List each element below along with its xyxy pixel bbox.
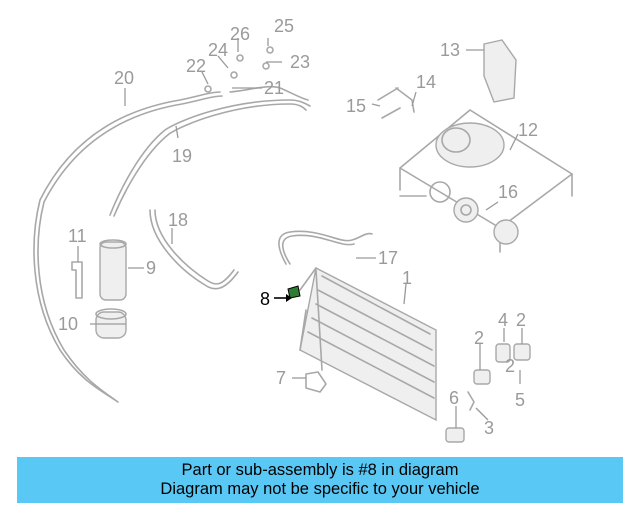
callout-8: 8 bbox=[260, 289, 270, 309]
callout-19: 19 bbox=[172, 146, 192, 166]
banner-line-1: Part or sub-assembly is #8 in diagram bbox=[181, 461, 459, 479]
compressor-bracket bbox=[483, 39, 517, 103]
callout-2c: 2 bbox=[505, 356, 515, 376]
bracket-11 bbox=[71, 261, 83, 299]
callout-5: 5 bbox=[515, 390, 525, 410]
callout-12: 12 bbox=[518, 120, 538, 140]
callout-17: 17 bbox=[378, 248, 398, 268]
callout-15: 15 bbox=[346, 96, 366, 116]
callout-7: 7 bbox=[276, 368, 286, 388]
mount-14-15 bbox=[377, 87, 415, 119]
leader-lines bbox=[77, 38, 523, 428]
callout-1: 1 bbox=[402, 268, 412, 288]
ac-line-20 bbox=[33, 91, 223, 403]
part-8-arrow bbox=[274, 294, 292, 302]
banner-line-2: Diagram may not be specific to your vehi… bbox=[160, 480, 480, 498]
parts-diagram: 1 2 2 2 3 4 5 6 7 8 9 10 11 12 13 14 15 … bbox=[33, 16, 573, 443]
callout-22: 22 bbox=[186, 56, 206, 76]
part-8-fitting bbox=[287, 285, 301, 299]
callout-4: 4 bbox=[498, 310, 508, 330]
callout-2b: 2 bbox=[516, 310, 526, 330]
receiver-drier bbox=[99, 239, 127, 301]
callout-18: 18 bbox=[168, 210, 188, 230]
callout-24: 24 bbox=[208, 40, 228, 60]
callout-21: 21 bbox=[264, 78, 284, 98]
callout-26: 26 bbox=[230, 24, 250, 44]
ac-line-18 bbox=[149, 209, 239, 290]
bracket-7 bbox=[305, 371, 327, 393]
callout-23: 23 bbox=[290, 52, 310, 72]
ac-line-19 bbox=[109, 99, 311, 217]
callout-3: 3 bbox=[484, 418, 494, 438]
info-banner: Part or sub-assembly is #8 in diagram Di… bbox=[17, 457, 623, 503]
drier-cover bbox=[95, 308, 127, 339]
callout-10: 10 bbox=[58, 314, 78, 334]
callout-20: 20 bbox=[114, 68, 134, 88]
condenser bbox=[299, 266, 437, 422]
callout-9: 9 bbox=[146, 258, 156, 278]
fittings-22-26 bbox=[204, 46, 274, 93]
callout-2a: 2 bbox=[474, 328, 484, 348]
callout-14: 14 bbox=[416, 72, 436, 92]
clutch-assembly bbox=[399, 181, 519, 245]
ac-line-21 bbox=[229, 85, 309, 101]
callout-25: 25 bbox=[274, 16, 294, 36]
compressor bbox=[435, 122, 505, 168]
callout-16: 16 bbox=[498, 182, 518, 202]
callout-13: 13 bbox=[440, 40, 460, 60]
callout-11: 11 bbox=[68, 226, 87, 246]
callout-6: 6 bbox=[449, 388, 459, 408]
ac-line-17 bbox=[278, 230, 373, 265]
